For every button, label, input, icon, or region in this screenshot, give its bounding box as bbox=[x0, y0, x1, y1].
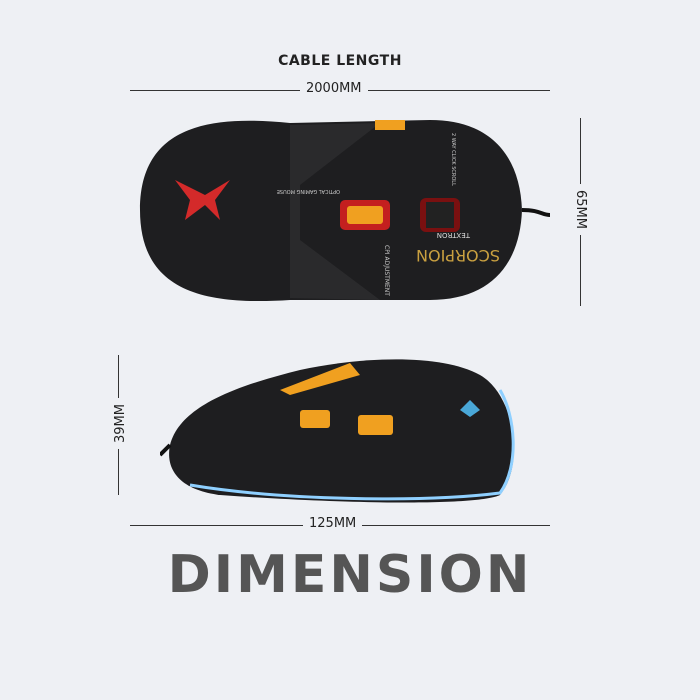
cable-length-value: 2000MM bbox=[300, 81, 368, 96]
dimension-heading: DIMENSION bbox=[167, 545, 533, 605]
brand-logo: SCORPION bbox=[416, 246, 500, 265]
side-button-back bbox=[300, 410, 330, 428]
logo-icon bbox=[175, 180, 230, 220]
svg-text:CPI ADJUSTMENT: CPI ADJUSTMENT bbox=[383, 245, 390, 296]
rgb-glow bbox=[189, 389, 515, 501]
svg-text:2 WAY CLICK SCROLL: 2 WAY CLICK SCROLL bbox=[450, 133, 456, 186]
svg-text:OPTICAL GAMING MOUSE: OPTICAL GAMING MOUSE bbox=[277, 188, 340, 194]
cable-length-title: CABLE LENGTH bbox=[278, 53, 402, 69]
height-value: 39MM bbox=[112, 398, 128, 449]
length-value: 125MM bbox=[303, 516, 363, 531]
dpi-button bbox=[347, 206, 383, 224]
mouse-side-view bbox=[160, 359, 515, 503]
cable bbox=[521, 208, 550, 217]
svg-text:TEXTRON: TEXTRON bbox=[437, 231, 471, 239]
logo-icon bbox=[460, 400, 480, 417]
scroll-wheel bbox=[426, 202, 454, 228]
side-button-forward bbox=[358, 415, 393, 435]
width-value: 65MM bbox=[572, 184, 588, 235]
cable bbox=[160, 443, 172, 457]
mouse-top-view: SCORPION TEXTRON OPTICAL GAMING MOUSE 2 … bbox=[140, 120, 550, 302]
